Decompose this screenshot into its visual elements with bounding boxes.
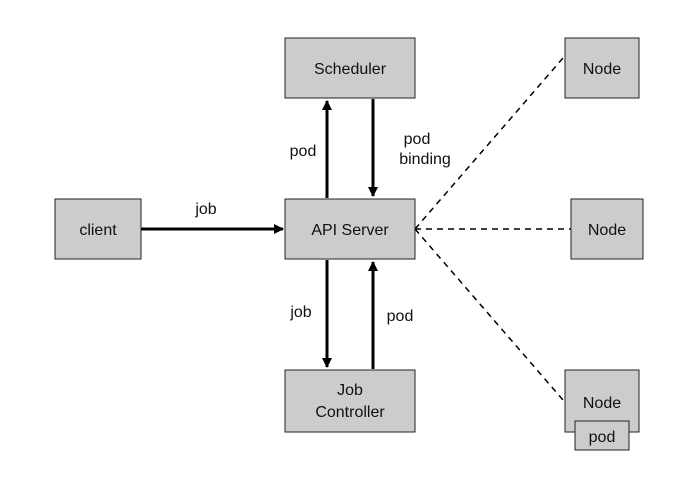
job-controller-label-line1: Job	[337, 382, 363, 399]
node-top-box: Node	[564, 37, 640, 99]
node-middle-label: Node	[588, 222, 626, 239]
job-controller-box: Job Controller	[284, 369, 416, 433]
api-server-box: API Server	[284, 198, 416, 260]
scheduler-label: Scheduler	[314, 61, 387, 78]
edge-label-controller-to-api: pod	[387, 308, 414, 325]
node-middle-box: Node	[570, 198, 644, 260]
job-controller-label-line2: Controller	[315, 404, 385, 421]
edge-label-binding-line1: pod	[404, 131, 431, 148]
pod-on-node-box: pod	[574, 420, 630, 451]
link-api-node-top	[414, 57, 564, 230]
node-bottom-label: Node	[583, 395, 621, 412]
edge-label-binding-line2: binding	[399, 151, 451, 168]
api-server-label: API Server	[311, 222, 389, 239]
edge-label-api-to-controller: job	[289, 304, 311, 321]
edge-label-api-to-scheduler: pod	[290, 143, 317, 160]
edge-label-client-job: job	[194, 201, 216, 218]
scheduler-box: Scheduler	[284, 37, 416, 99]
link-api-node-bottom	[414, 228, 564, 401]
client-box: client	[54, 198, 142, 260]
node-top-label: Node	[583, 61, 621, 78]
pod-on-node-label: pod	[589, 429, 616, 446]
client-label: client	[79, 222, 117, 239]
